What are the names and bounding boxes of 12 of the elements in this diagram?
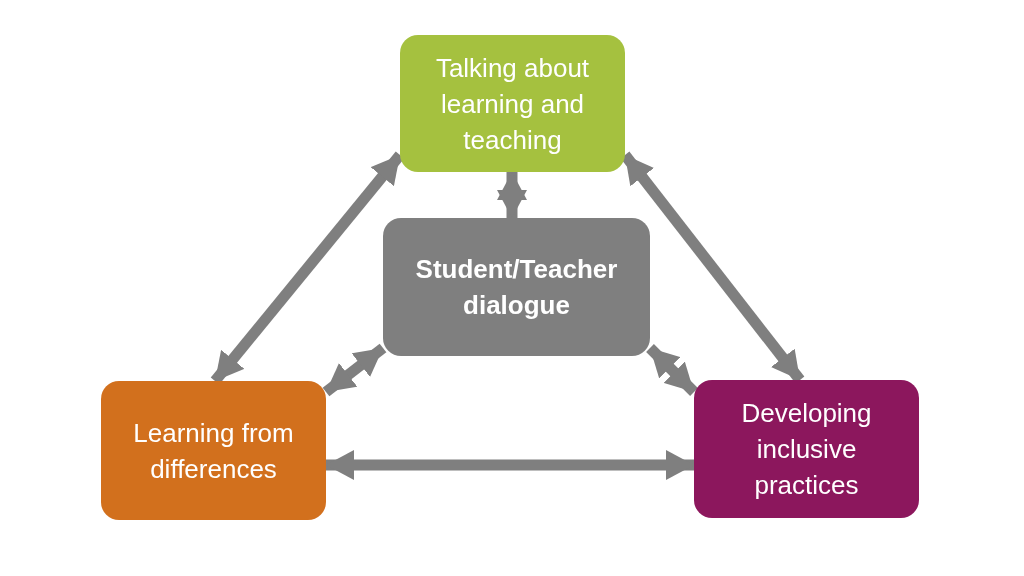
double-arrow — [326, 450, 694, 480]
topic-box — [101, 381, 326, 520]
double-arrow — [646, 344, 698, 396]
double-arrow — [322, 343, 387, 397]
box-label: Developing inclusive practices — [740, 397, 873, 502]
double-arrow — [497, 172, 527, 218]
box-label: Learning from differences — [132, 416, 295, 486]
topic-box — [694, 380, 919, 518]
box-label: Talking about learning and teaching — [434, 51, 591, 157]
topic-box — [400, 35, 625, 172]
topic-box — [383, 218, 650, 356]
box-label: Student/Teacher dialogue — [414, 253, 619, 322]
